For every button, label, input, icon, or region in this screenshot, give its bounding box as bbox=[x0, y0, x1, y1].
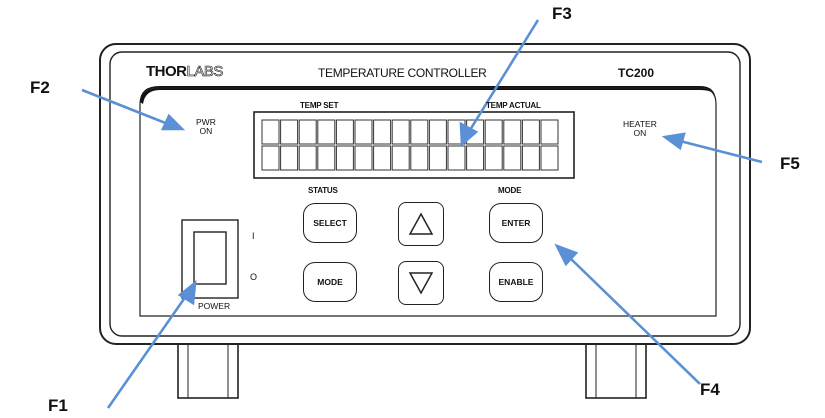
callout-f2: F2 bbox=[30, 78, 50, 97]
pwr-on-indicator: PWR ON bbox=[196, 118, 216, 136]
panel-title: TEMPERATURE CONTROLLER bbox=[318, 66, 487, 80]
callout-f4: F4 bbox=[700, 380, 720, 399]
lcd-cell-grid bbox=[261, 119, 559, 171]
right-foot bbox=[585, 339, 647, 399]
power-switch-rocker[interactable] bbox=[193, 231, 227, 285]
lcd-cell bbox=[354, 119, 373, 145]
lcd-cell bbox=[391, 119, 410, 145]
lcd-cell bbox=[335, 145, 354, 171]
arrow-f5 bbox=[679, 139, 763, 164]
enter-button[interactable]: ENTER bbox=[489, 203, 543, 243]
power-label: POWER bbox=[198, 301, 231, 311]
lcd-cell bbox=[521, 119, 540, 145]
lcd-cell bbox=[503, 145, 522, 171]
temp-actual-label: TEMP ACTUAL bbox=[486, 101, 541, 110]
pwr-on-label: ON bbox=[199, 126, 213, 136]
lcd-cell bbox=[447, 145, 466, 171]
left-foot bbox=[177, 339, 239, 399]
callout-arrows bbox=[81, 19, 763, 409]
arrowhead-f1 bbox=[177, 280, 197, 306]
panel-recess bbox=[139, 87, 717, 317]
brand-logo: THORLABS bbox=[146, 63, 224, 81]
lcd-cell bbox=[503, 119, 522, 145]
lcd-cell bbox=[298, 145, 317, 171]
arrow-f2 bbox=[81, 88, 169, 126]
arrowhead-f3 bbox=[459, 121, 479, 147]
heater-label: HEATER bbox=[623, 119, 657, 129]
lcd-cell bbox=[428, 145, 447, 171]
mode-group-label: MODE bbox=[498, 186, 522, 195]
pwr-label: PWR bbox=[196, 117, 216, 127]
down-button[interactable] bbox=[398, 261, 444, 305]
lcd-cell bbox=[317, 145, 336, 171]
mode-button[interactable]: MODE bbox=[303, 262, 357, 302]
temp-set-label: TEMP SET bbox=[300, 101, 339, 110]
select-button[interactable]: SELECT bbox=[303, 203, 357, 243]
lcd-cell bbox=[373, 145, 392, 171]
lcd-cell bbox=[391, 145, 410, 171]
status-label: STATUS bbox=[308, 186, 338, 195]
brand-bold: THOR bbox=[146, 63, 187, 80]
arrowhead-f5 bbox=[661, 132, 686, 151]
down-triangle-icon bbox=[408, 272, 434, 295]
brand-light: LABS bbox=[186, 63, 223, 81]
lcd-cell bbox=[280, 119, 299, 145]
arrow-f3 bbox=[468, 19, 540, 131]
power-on-mark: I bbox=[252, 231, 255, 241]
lcd-cell bbox=[335, 119, 354, 145]
up-triangle-icon bbox=[408, 212, 434, 235]
arrowhead-f2 bbox=[160, 113, 186, 131]
up-button[interactable] bbox=[398, 202, 444, 246]
arrow-f4 bbox=[569, 257, 701, 385]
lcd-cell bbox=[317, 119, 336, 145]
enable-button[interactable]: ENABLE bbox=[489, 262, 543, 302]
callout-f5: F5 bbox=[780, 154, 800, 173]
heater-on-label: ON bbox=[633, 128, 647, 138]
lcd-cell bbox=[298, 119, 317, 145]
lcd-cell bbox=[261, 145, 280, 171]
lcd-cell bbox=[354, 145, 373, 171]
callout-f3: F3 bbox=[552, 4, 572, 23]
lcd-cell bbox=[428, 119, 447, 145]
lcd-cell bbox=[484, 119, 503, 145]
model-number: TC200 bbox=[618, 66, 655, 80]
heater-on-indicator: HEATER ON bbox=[623, 120, 657, 138]
callout-f1: F1 bbox=[48, 396, 68, 415]
lcd-cell bbox=[521, 145, 540, 171]
lcd-cell bbox=[410, 119, 429, 145]
lcd-cell bbox=[540, 119, 559, 145]
lcd-cell bbox=[373, 119, 392, 145]
arrowhead-f4 bbox=[554, 243, 579, 267]
arrow-f1 bbox=[106, 295, 188, 409]
lcd-cell bbox=[484, 145, 503, 171]
inner-case bbox=[109, 51, 741, 337]
lcd-cell bbox=[261, 119, 280, 145]
lcd-cell bbox=[540, 145, 559, 171]
lcd-cell bbox=[466, 145, 485, 171]
lcd-cell bbox=[410, 145, 429, 171]
lcd-cell bbox=[280, 145, 299, 171]
power-off-mark: O bbox=[250, 272, 258, 282]
